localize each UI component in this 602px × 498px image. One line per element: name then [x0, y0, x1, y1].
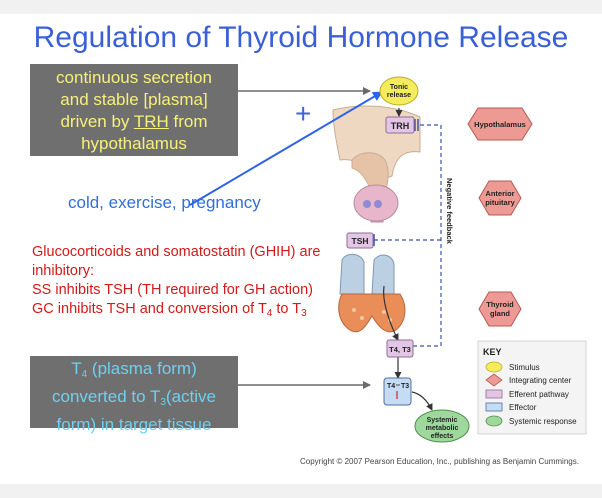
note-line: converted to T3(active — [52, 387, 216, 408]
thyroid-label: Thyroid — [486, 300, 514, 309]
inhibition-line: Glucocorticoids and somatostatin (GHIH) … — [32, 244, 321, 260]
release-label: release — [387, 92, 411, 99]
negative-feedback-label: Negative feedback — [445, 178, 454, 245]
inhibition-line: SS inhibits TSH (TH required for GH acti… — [32, 282, 313, 298]
effects-label: effects — [431, 433, 454, 440]
tonic-release-stimulus — [379, 76, 419, 106]
inhibition-note: Glucocorticoids and somatostatin (GHIH) … — [32, 243, 321, 323]
pathway-arrow — [383, 285, 399, 341]
bottom-bar — [0, 484, 602, 498]
gland-label: gland — [490, 309, 510, 318]
thyroid-illustration — [338, 253, 406, 333]
stimulus-arrow — [189, 91, 383, 206]
plus-sign: + — [295, 98, 312, 129]
systemic-effects-response — [414, 409, 470, 443]
negative-feedback-loop — [374, 124, 442, 347]
legend-key: KEY Stimulus Integrating center Efferent… — [477, 340, 587, 435]
pathway-arrow — [411, 391, 433, 411]
top-bar — [0, 0, 602, 14]
tonic-label: Tonic — [390, 84, 408, 91]
tsh-box — [346, 232, 374, 249]
stimulus-swatch — [485, 361, 503, 373]
key-item-effector: Effector — [509, 403, 537, 412]
pituitary-illustration — [353, 184, 399, 223]
trh-label: TRH — [391, 121, 410, 131]
t4t3-box — [386, 339, 414, 358]
stimuli-text: cold, exercise, pregnancy — [68, 193, 261, 212]
conversion-note: T4 (plasma form) converted to T3(active … — [30, 356, 238, 434]
note-line: form) in target tissue — [56, 415, 212, 434]
note-line: T4 (plasma form) — [71, 359, 197, 380]
key-title: KEY — [483, 347, 502, 357]
t3-label: T3 — [401, 383, 409, 390]
copyright-notice: Copyright © 2007 Pearson Education, Inc.… — [300, 457, 579, 466]
trh-term: TRH — [133, 112, 169, 131]
note-line: hypothalamus — [81, 134, 187, 153]
note-line: continuous secretion — [56, 68, 212, 87]
effector-swatch — [485, 402, 503, 412]
anterior-pituitary-center — [478, 180, 522, 216]
metabolic-label: metabolic — [426, 425, 459, 432]
trh-box — [385, 116, 415, 134]
note-line: driven by TRH from — [60, 112, 208, 131]
hypothalamus-label: Hypothalamus — [474, 120, 526, 129]
systemic-swatch — [485, 415, 503, 427]
page-title: Regulation of Thyroid Hormone Release — [33, 21, 569, 54]
t4-label: T4 — [387, 383, 395, 390]
key-item-efferent: Efferent pathway — [509, 390, 569, 399]
note-line: and stable [plasma] — [60, 90, 208, 109]
key-item-integrating-center: Integrating center — [509, 376, 572, 385]
hypothalamus-center — [467, 107, 533, 141]
anterior-label: Anterior — [485, 189, 514, 198]
thyroid-gland-center — [478, 291, 522, 327]
systemic-label: Systemic — [427, 417, 458, 424]
efferent-swatch — [485, 389, 503, 399]
tsh-label: TSH — [352, 236, 369, 246]
key-item-systemic: Systemic response — [509, 417, 577, 426]
tonic-secretion-note: continuous secretion and stable [plasma]… — [30, 64, 238, 156]
pituitary-label: pituitary — [485, 198, 515, 207]
key-item-stimulus: Stimulus — [509, 363, 540, 372]
t4t3-label: T4, T3 — [389, 345, 411, 354]
inhibition-line: GC inhibits TSH and conversion of T4 to … — [32, 301, 307, 319]
integrating-center-swatch — [485, 373, 503, 387]
inhibition-line: inhibitory: — [32, 263, 95, 279]
